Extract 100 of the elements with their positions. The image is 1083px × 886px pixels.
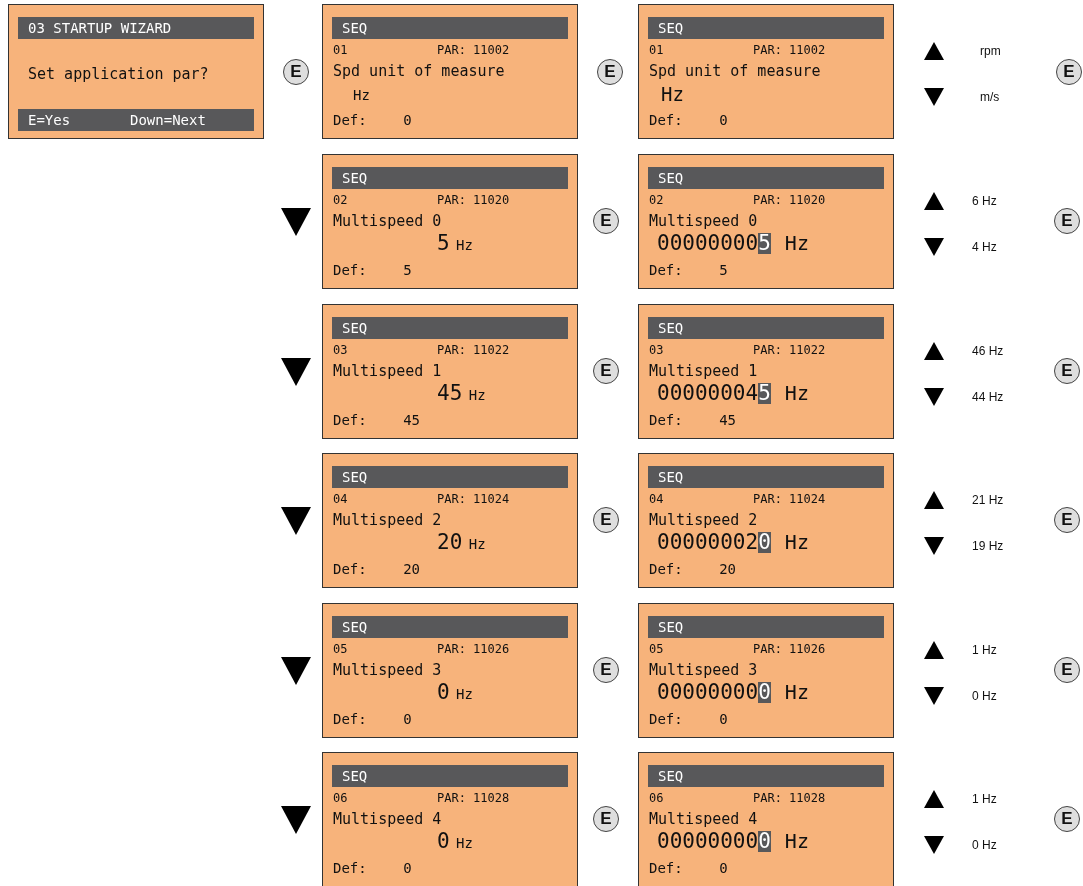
- default-value: Def: 5: [649, 263, 728, 277]
- title-bar: SEQ: [648, 17, 884, 39]
- value-label: 1 Hz: [972, 792, 997, 806]
- lcd-screen: [638, 4, 894, 139]
- key-button: E: [593, 507, 619, 533]
- title-bar: SEQ: [648, 765, 884, 787]
- lcd-screen: [322, 154, 578, 289]
- value-readout: 000000000 Hz: [657, 682, 809, 703]
- value-label: 21 Hz: [972, 493, 1004, 507]
- default-value: Def: 0: [333, 861, 412, 875]
- parameter-index: 06: [333, 792, 348, 804]
- default-value: Def: 5: [333, 263, 412, 277]
- value-readout: 0 Hz: [437, 682, 473, 703]
- default-value: Def: 45: [649, 413, 736, 427]
- value-label: 4 Hz: [972, 240, 997, 254]
- parameter-code: PAR: 11020: [437, 194, 510, 206]
- value-readout: 5 Hz: [437, 233, 473, 254]
- value-readout: 20 Hz: [437, 532, 486, 553]
- title-bar: SEQ: [332, 17, 568, 39]
- key-button: E: [593, 806, 619, 832]
- parameter-code: PAR: 11022: [753, 344, 826, 356]
- parameter-code: PAR: 11026: [437, 643, 510, 655]
- parameter-name: Multispeed 3: [649, 663, 758, 678]
- key-button: E: [593, 358, 619, 384]
- value-label: 1 Hz: [972, 643, 997, 657]
- key-button: E: [1054, 657, 1080, 683]
- default-value: Def: 20: [649, 562, 736, 576]
- title-bar: SEQ: [332, 765, 568, 787]
- title-bar: SEQ: [648, 616, 884, 638]
- lcd-screen: [638, 453, 894, 588]
- value-label: m/s: [980, 90, 1000, 104]
- title-bar: SEQ: [648, 167, 884, 189]
- unit-text: Hz: [353, 88, 370, 102]
- parameter-name: Multispeed 0: [649, 214, 758, 229]
- parameter-index: 04: [649, 493, 664, 505]
- parameter-name: Spd unit of measure: [333, 64, 505, 79]
- title-bar: 03 STARTUP WIZARD: [18, 17, 254, 39]
- parameter-index: 01: [649, 44, 664, 56]
- lcd-screen: [638, 304, 894, 439]
- value-readout: 000000000 Hz: [657, 831, 809, 852]
- parameter-index: 03: [649, 344, 664, 356]
- parameter-name: Multispeed 2: [333, 513, 442, 528]
- default-value: Def: 0: [333, 113, 412, 127]
- parameter-name: Multispeed 1: [649, 364, 758, 379]
- lcd-screen: [322, 453, 578, 588]
- lcd-screen: [322, 752, 578, 886]
- parameter-index: 02: [649, 194, 664, 206]
- key-button: E: [593, 657, 619, 683]
- title-bar: SEQ: [332, 616, 568, 638]
- default-value: Def: 45: [333, 413, 420, 427]
- value-label: 0 Hz: [972, 689, 997, 703]
- parameter-code: PAR: 11002: [437, 44, 510, 56]
- key-button: E: [1054, 208, 1080, 234]
- unit-text: Hz: [661, 85, 684, 104]
- parameter-code: PAR: 11024: [437, 493, 510, 505]
- parameter-code: PAR: 11022: [437, 344, 510, 356]
- title-bar: SEQ: [332, 466, 568, 488]
- parameter-name: Multispeed 4: [649, 812, 758, 827]
- parameter-name: Multispeed 1: [333, 364, 442, 379]
- title-bar: SEQ: [648, 317, 884, 339]
- value-readout: 45 Hz: [437, 383, 486, 404]
- parameter-index: 01: [333, 44, 348, 56]
- value-label: 44 Hz: [972, 390, 1004, 404]
- key-button: E: [1054, 507, 1080, 533]
- value-label: 46 Hz: [972, 344, 1004, 358]
- key-button: E: [1056, 59, 1082, 85]
- default-value: Def: 0: [649, 861, 728, 875]
- lcd-screen: [638, 154, 894, 289]
- parameter-name: Multispeed 0: [333, 214, 442, 229]
- value-label: 6 Hz: [972, 194, 997, 208]
- default-value: Def: 0: [649, 712, 728, 726]
- key-hint: Down=Next: [130, 113, 206, 127]
- parameter-name: Multispeed 4: [333, 812, 442, 827]
- value-readout: 000000005 Hz: [657, 233, 809, 254]
- key-button: E: [593, 208, 619, 234]
- value-label: 19 Hz: [972, 539, 1004, 553]
- lcd-screen: [322, 4, 578, 139]
- lcd-screen: [322, 603, 578, 738]
- parameter-index: 05: [649, 643, 664, 655]
- title-bar: SEQ: [648, 466, 884, 488]
- default-value: Def: 20: [333, 562, 420, 576]
- parameter-name: Multispeed 3: [333, 663, 442, 678]
- parameter-index: 06: [649, 792, 664, 804]
- parameter-code: PAR: 11020: [753, 194, 826, 206]
- parameter-code: PAR: 11028: [437, 792, 510, 804]
- title-bar: SEQ: [332, 317, 568, 339]
- lcd-screen: [638, 603, 894, 738]
- parameter-name: Multispeed 2: [649, 513, 758, 528]
- key-hint: E=Yes: [28, 113, 71, 127]
- parameter-index: 04: [333, 493, 348, 505]
- key-button: E: [283, 59, 309, 85]
- prompt-text: Set application par?: [28, 67, 209, 82]
- value-readout: 0 Hz: [437, 831, 473, 852]
- parameter-index: 05: [333, 643, 348, 655]
- default-value: Def: 0: [649, 113, 728, 127]
- value-readout: 000000045 Hz: [657, 383, 809, 404]
- key-button: E: [1054, 358, 1080, 384]
- default-value: Def: 0: [333, 712, 412, 726]
- value-label: rpm: [980, 44, 1001, 58]
- value-label: 0 Hz: [972, 838, 997, 852]
